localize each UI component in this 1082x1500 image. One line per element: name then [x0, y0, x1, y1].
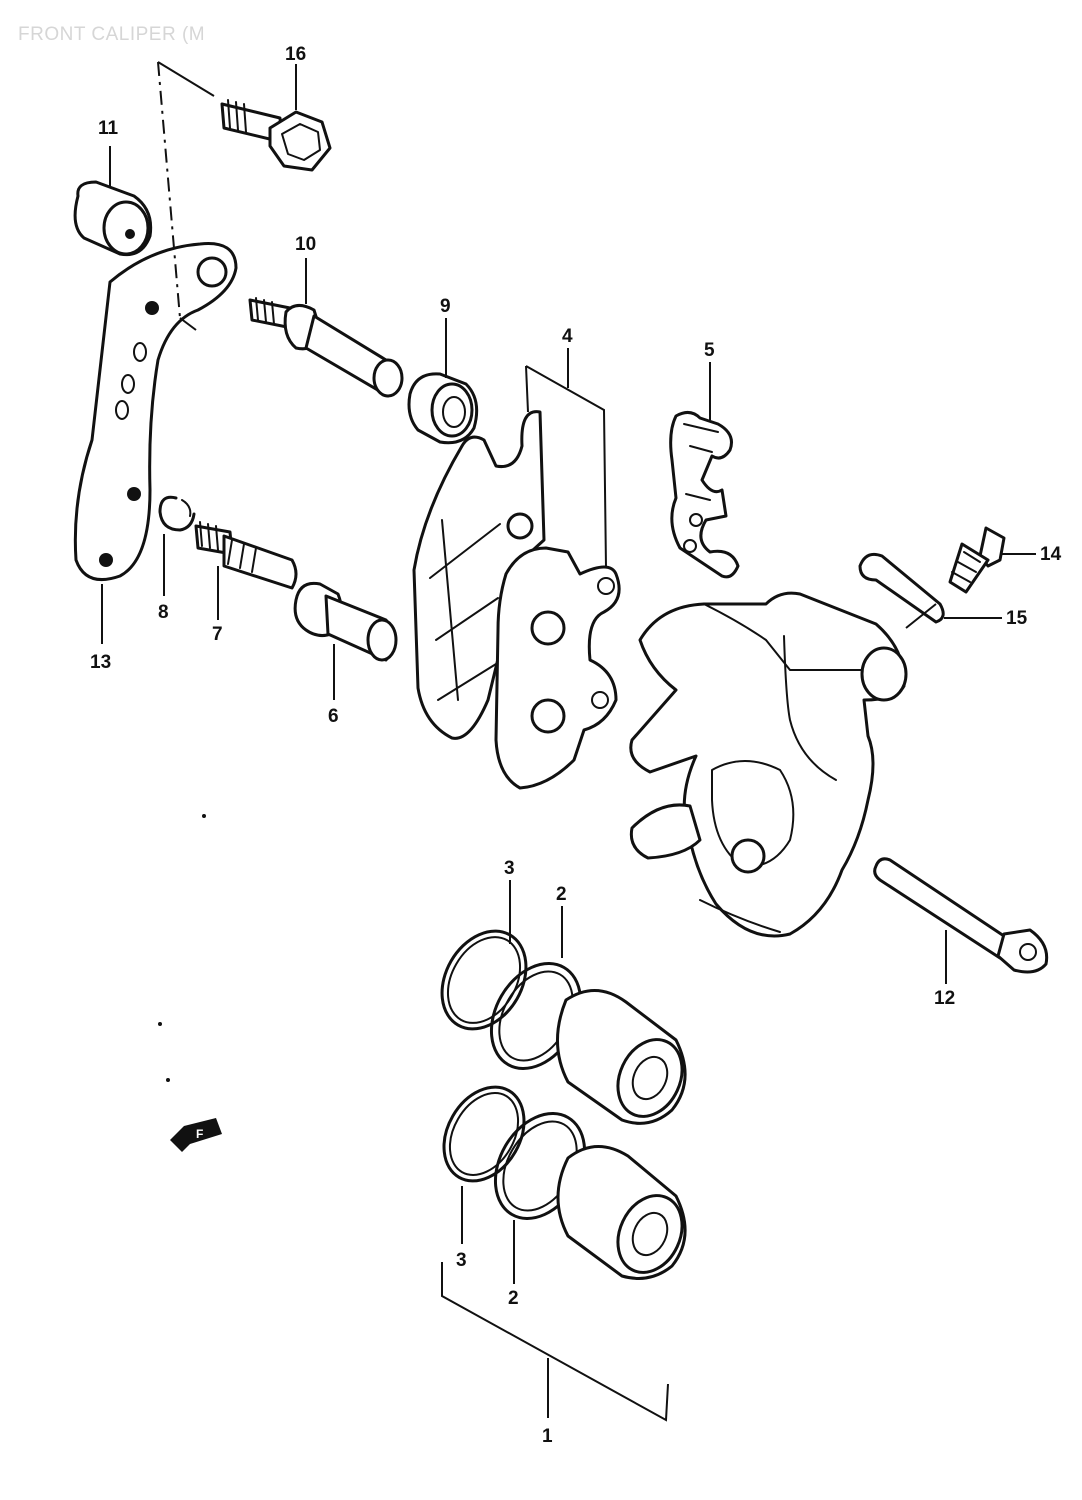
- part-9-boot: [407, 372, 479, 445]
- alignment-line-top: [157, 61, 215, 97]
- part-13-bracket: [73, 242, 238, 581]
- part-10-pin: [248, 297, 404, 398]
- part-7-slide-pin: [194, 521, 298, 590]
- callout-13: 13: [90, 652, 111, 673]
- callout-14: 14: [1040, 544, 1062, 565]
- callout-3-upper: 3: [504, 858, 515, 879]
- front-direction-arrow-icon: F: [170, 1118, 222, 1152]
- callout-1: 1: [542, 1426, 553, 1447]
- part-1-group-bracket: [441, 1262, 669, 1422]
- callout-5: 5: [704, 340, 715, 361]
- part-11-sleeve: [73, 180, 153, 257]
- callout-11: 11: [98, 118, 119, 139]
- part-6-pin: [293, 581, 398, 662]
- part-16-bolt: [220, 99, 332, 172]
- callout-7: 7: [212, 624, 223, 645]
- part-4-brake-pads: [412, 410, 621, 790]
- callout-2-lower: 2: [508, 1288, 519, 1309]
- callout-8: 8: [158, 602, 169, 623]
- alignment-line: [157, 61, 181, 319]
- piston-seal-set-lower: [442, 1085, 687, 1280]
- part-15-cap: [858, 552, 945, 624]
- part-4-bracket-line: [525, 365, 607, 569]
- part-12-bolt: [873, 857, 1049, 974]
- callout-9: 9: [440, 296, 451, 317]
- piston-seal-set-upper: [440, 929, 687, 1125]
- part-15-lead-link: [905, 603, 937, 629]
- caliper-body: [629, 591, 908, 938]
- part-14-bleeder: [948, 526, 1006, 594]
- diagram-title: FRONT CALIPER (M: [18, 24, 206, 45]
- front-arrow-label: F: [196, 1127, 203, 1141]
- alignment-line-bottom: [179, 317, 197, 331]
- callout-4: 4: [562, 326, 573, 347]
- callout-16: 16: [285, 44, 306, 65]
- callout-3-lower: 3: [456, 1250, 467, 1271]
- part-8-clip: [158, 495, 196, 532]
- part-5-spring: [669, 411, 740, 579]
- callout-10: 10: [295, 234, 316, 255]
- callout-12: 12: [934, 988, 955, 1009]
- callout-6: 6: [328, 706, 339, 727]
- callout-2-upper: 2: [556, 884, 567, 905]
- callout-15: 15: [1006, 608, 1028, 629]
